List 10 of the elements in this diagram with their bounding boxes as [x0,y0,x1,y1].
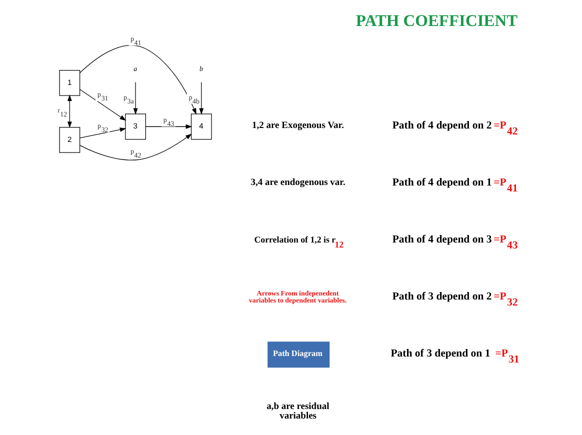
label: 1,2 are Exogenous Var. [252,121,344,132]
label: a,b are residual variables [266,402,330,422]
arrow [80,45,196,115]
arrow [199,82,204,115]
arrow [145,124,192,129]
arrow [133,82,138,115]
diagram-title: PATH COEFFICIENT [356,10,518,30]
arrow [80,128,126,138]
arrow [67,94,72,128]
label: 3,4 are endogenous var. [250,178,346,188]
